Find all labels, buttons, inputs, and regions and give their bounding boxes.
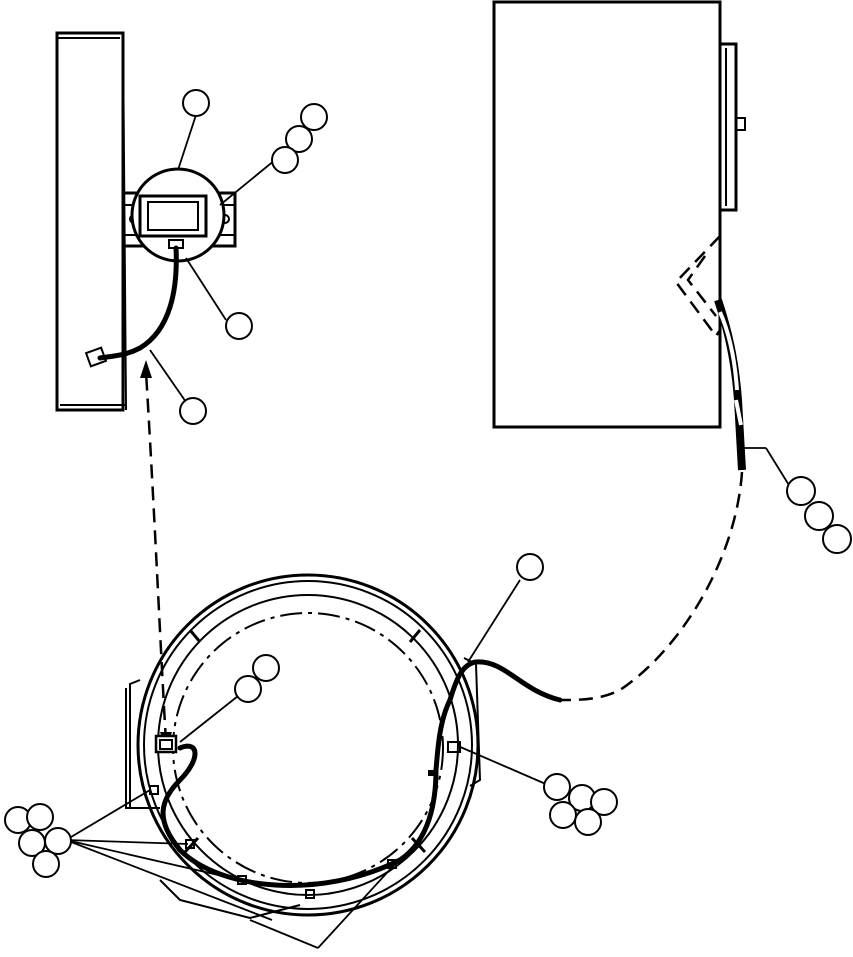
gauge-harness-connector [84,245,179,368]
balloon [786,476,816,506]
balloon [549,801,577,829]
balloon [225,312,253,340]
balloon [590,788,618,816]
ring-housing [125,573,482,920]
cabinet-panel [492,0,746,429]
balloon [18,829,46,857]
balloon [26,803,54,831]
balloon [285,125,313,153]
balloon [574,808,602,836]
balloon [804,501,834,531]
balloon [543,773,571,801]
balloon [300,103,328,131]
balloon [179,397,207,425]
balloon [271,146,299,174]
harness-wire [447,298,746,703]
balloon [182,89,210,117]
balloon [516,553,544,581]
balloon [252,654,280,682]
balloon [822,524,852,554]
balloon [234,675,262,703]
balloon-callouts [4,89,852,878]
leader-lines [65,114,793,949]
balloon [32,850,60,878]
balloon [44,827,72,855]
